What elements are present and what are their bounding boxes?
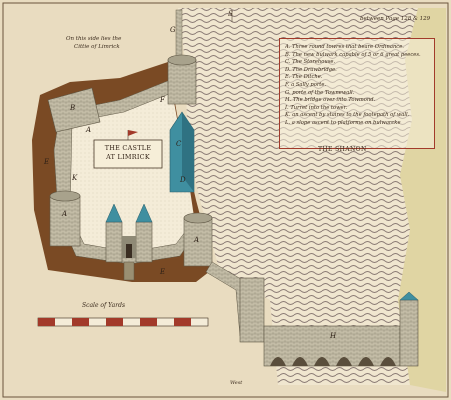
- map-letter-g: G: [170, 26, 176, 34]
- legend-entry: D. The Drawbridge.: [285, 66, 337, 73]
- bridge-h: [263, 325, 401, 367]
- legend-entry: C. The Storehouse.: [285, 59, 336, 66]
- tower-g: [167, 54, 197, 105]
- side-note-line-1: On this side lies the: [66, 36, 122, 42]
- map-letter-a-right: A: [194, 236, 200, 244]
- scale-label: Scale of Yards: [82, 302, 126, 309]
- map-letter-k: K: [72, 174, 78, 182]
- legend-entry: B. The new bulwark capable of 5 or 6 gre…: [285, 51, 421, 58]
- legend-entry: L. a slope ascent to platforme on bulwar…: [285, 119, 401, 126]
- map-letter-d: D: [180, 176, 186, 184]
- legend-entry: H. The bridge over into Towmond.: [285, 97, 376, 104]
- legend-entry: G. porte of the Townewall.: [285, 89, 355, 96]
- tower-a-right: [183, 212, 213, 267]
- title-plaque-line-1: THE CASTLE: [104, 144, 152, 152]
- bottom-mark: West: [230, 380, 243, 386]
- map-letter-e-bottom: E: [160, 268, 166, 276]
- map-letter-b: B: [70, 104, 76, 112]
- legend-entry: F. a Sally porte.: [285, 81, 327, 88]
- legend-entry: K. an ascent by staires to the footepath…: [285, 112, 410, 119]
- legend-entry: E. The Ditche.: [285, 74, 323, 81]
- flag-icon: [127, 130, 138, 140]
- title-plaque-frame: [93, 139, 163, 169]
- courtyard: [58, 80, 196, 258]
- map-letter-h: H: [330, 332, 337, 340]
- map-letter-c: C: [176, 140, 182, 148]
- side-note-line-2: Cittie of Limrick: [74, 44, 120, 50]
- bulwark-b: [47, 87, 101, 133]
- page-reference-note: between Page 128 & 129: [360, 16, 431, 22]
- legend-entry: I. Turret into the tower.: [285, 104, 348, 111]
- map-letter-a-left: A: [62, 210, 68, 218]
- title-plaque-line-2: AT LIMRICK: [106, 153, 150, 161]
- river-label: THE SHANON: [318, 146, 367, 153]
- legend-entry: A. Three round towres that beare Ordinan…: [285, 44, 404, 50]
- tower-a-left: [49, 190, 81, 247]
- title-plaque: THE CASTLE AT LIMRICK: [94, 140, 162, 168]
- bridge-tower-right: [399, 291, 419, 367]
- map-letter-a-top: A: [86, 126, 92, 134]
- scale-bar-icon: [37, 317, 209, 327]
- storehouse-c: [169, 111, 195, 193]
- town-wall-north: [175, 9, 183, 63]
- legend-box: A. Three round towres that beare Ordinan…: [279, 38, 435, 149]
- drawbridge-d: [123, 261, 135, 281]
- gatehouse: [105, 203, 153, 263]
- map-letter-e-left: E: [44, 158, 50, 166]
- bridge-tower-left: [239, 277, 265, 343]
- map-letter-f: F: [160, 96, 165, 104]
- top-center-mark: S: [228, 10, 233, 18]
